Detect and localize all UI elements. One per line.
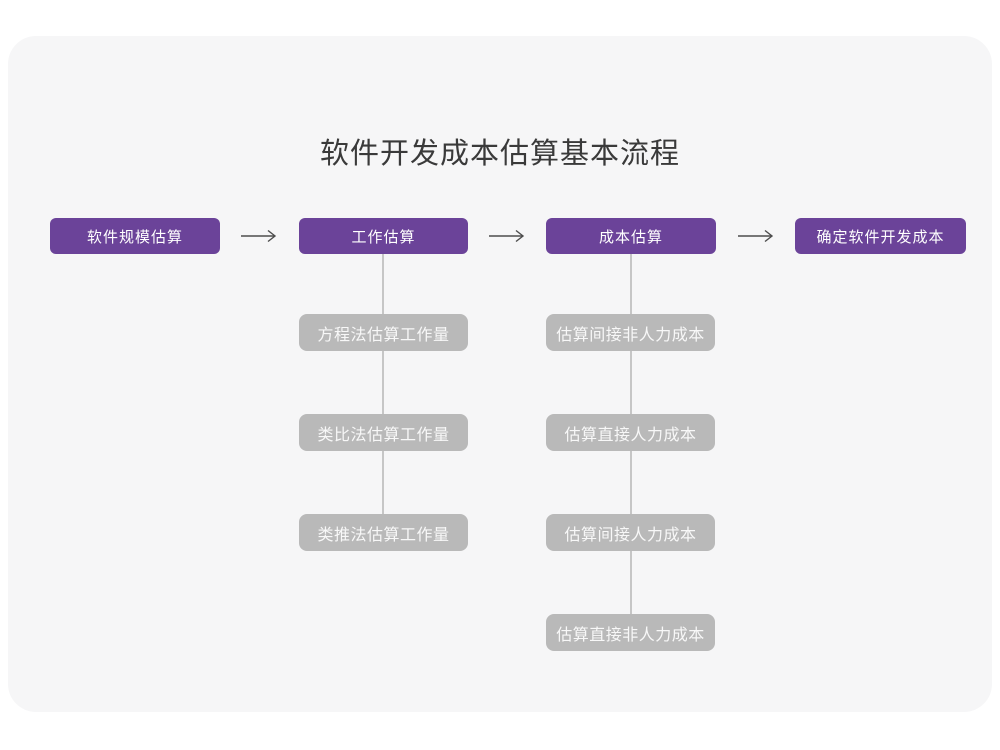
cost-item-direct-labor: 估算直接人力成本 bbox=[546, 414, 715, 451]
work-method-extrapolation: 类推法估算工作量 bbox=[299, 514, 468, 551]
arrow-right-icon bbox=[488, 228, 526, 244]
connector-line-work bbox=[382, 254, 384, 533]
sub-step-label: 估算间接非人力成本 bbox=[556, 326, 705, 344]
cost-item-direct-nonlabor: 估算直接非人力成本 bbox=[546, 614, 715, 651]
sub-step-label: 方程法估算工作量 bbox=[317, 326, 450, 344]
flow-step-software-size-estimation: 软件规模估算 bbox=[50, 218, 220, 254]
flow-step-determine-development-cost: 确定软件开发成本 bbox=[795, 218, 966, 254]
arrow-right-icon bbox=[240, 228, 278, 244]
cost-item-indirect-labor: 估算间接人力成本 bbox=[546, 514, 715, 551]
flow-step-work-estimation: 工作估算 bbox=[299, 218, 468, 254]
sub-step-label: 类推法估算工作量 bbox=[317, 526, 450, 544]
diagram-title: 软件开发成本估算基本流程 bbox=[319, 138, 680, 170]
flow-step-label: 成本估算 bbox=[598, 228, 663, 246]
sub-step-label: 估算直接非人力成本 bbox=[556, 626, 705, 644]
flow-step-label: 工作估算 bbox=[351, 228, 416, 246]
flow-step-label: 确定软件开发成本 bbox=[816, 228, 945, 246]
arrow-right-icon bbox=[737, 228, 775, 244]
diagram-canvas: 软件开发成本估算基本流程 软件规模估算 工作估算 成本估算 确定软件开发成本 bbox=[8, 36, 992, 712]
sub-step-label: 估算直接人力成本 bbox=[564, 426, 697, 444]
flow-step-label: 软件规模估算 bbox=[86, 228, 183, 246]
work-method-equation: 方程法估算工作量 bbox=[299, 314, 468, 351]
cost-item-indirect-nonlabor: 估算间接非人力成本 bbox=[546, 314, 715, 351]
work-method-analogy: 类比法估算工作量 bbox=[299, 414, 468, 451]
sub-step-label: 估算间接人力成本 bbox=[564, 526, 697, 544]
sub-step-label: 类比法估算工作量 bbox=[317, 426, 450, 444]
flow-step-cost-estimation: 成本估算 bbox=[546, 218, 716, 254]
